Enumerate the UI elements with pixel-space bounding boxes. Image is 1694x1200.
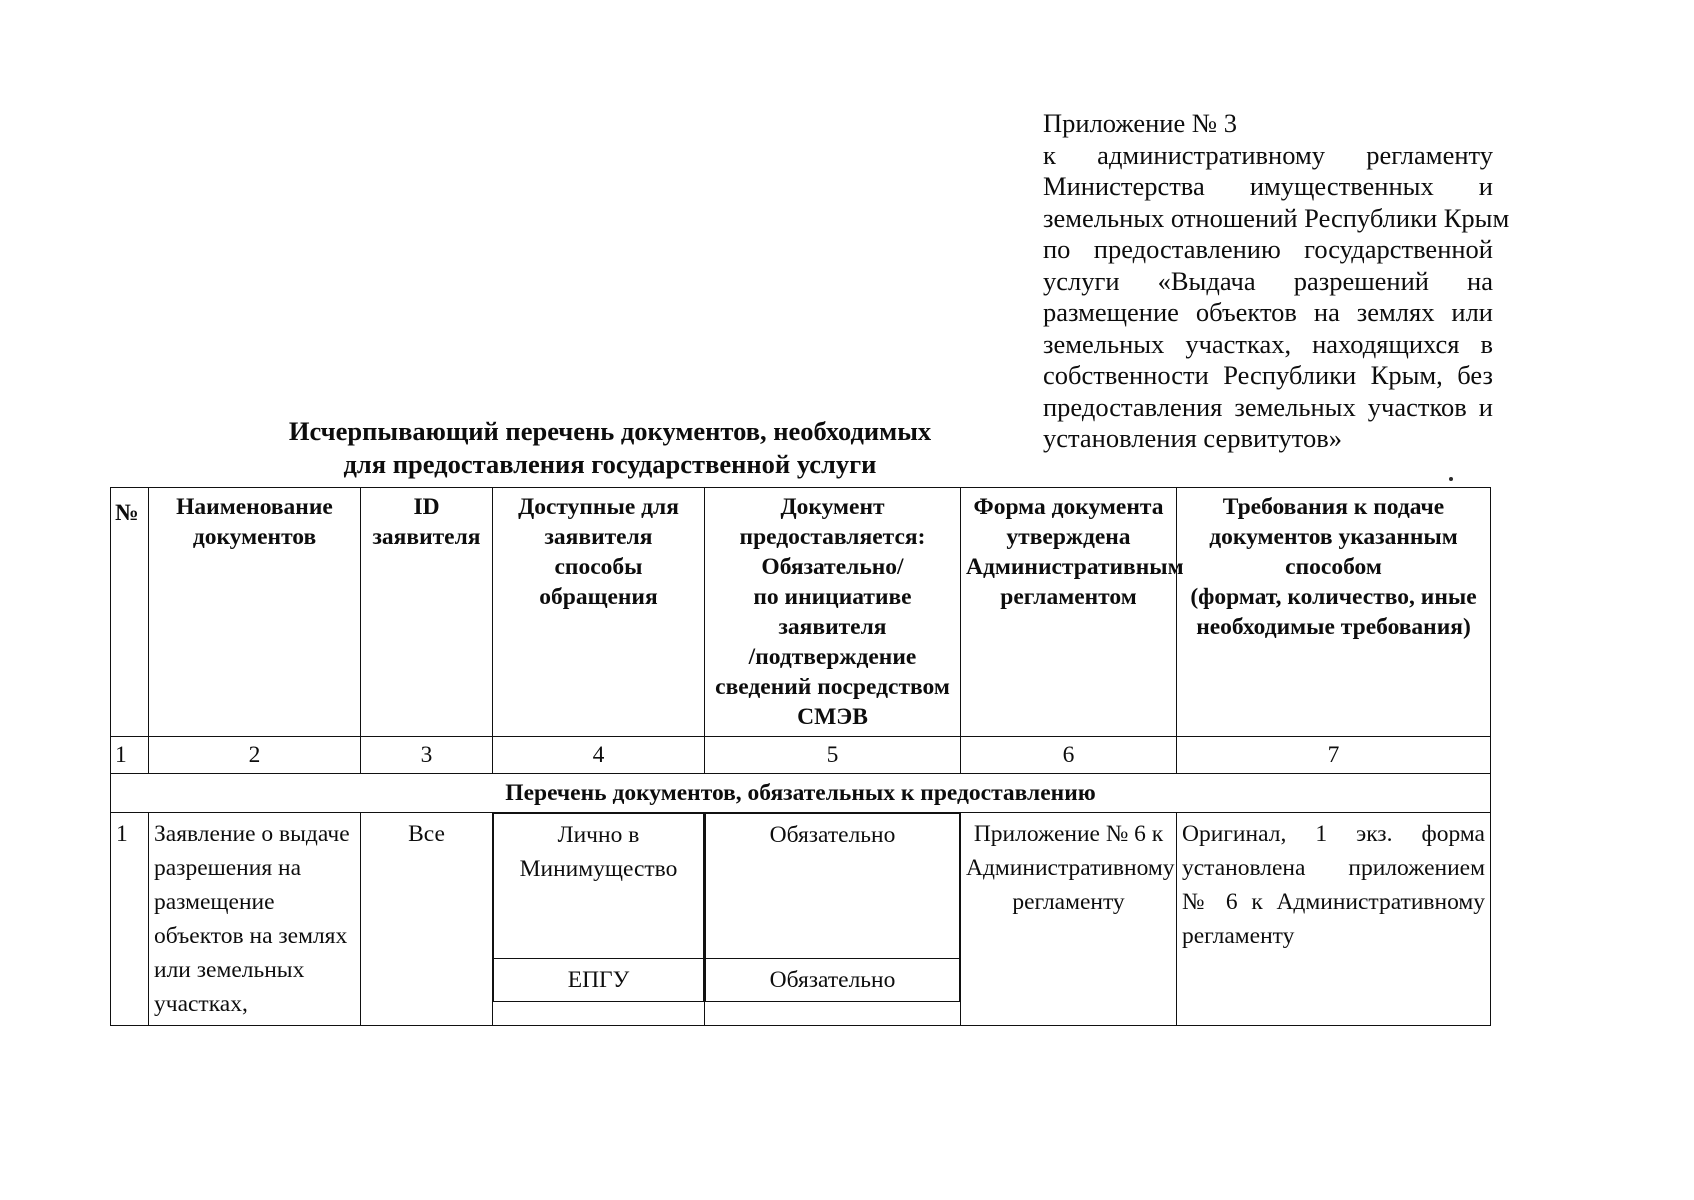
column-header-doc-line: заявителя [778,614,887,640]
row-requirements-line: регламенту [1182,923,1295,949]
appendix-description-line: земельных отношений Республики Крым [1043,202,1510,233]
appendix-description: к административному регламенту Министерс… [1043,139,1510,455]
column-header-ways-line: Доступные для [518,494,679,520]
column-header-name-line: Наименование [176,494,333,520]
column-header-doc-line: предоставляется: [739,524,926,550]
documents-table-wrapper: № Наименование документов ID заявителя Д… [110,487,1491,1026]
column-header-form-line: Форма документа [973,494,1164,520]
appendix-description-line: предоставления земельных участков и [1043,391,1493,422]
column-header-req-line: Требования к подаче [1222,494,1445,520]
column-header-name: Наименование документов [148,487,361,737]
row-form-line: Административному [966,855,1175,881]
row-document-name-line: объектов на землях [154,923,348,949]
appendix-description-line: земельных участках, находящихся в [1043,328,1493,359]
row-form-line: регламенту [1012,889,1125,915]
column-header-name-line: документов [192,524,317,550]
column-header-req-line: документов указанным [1209,524,1458,550]
column-header-requirements: Требования к подаче документов указанным… [1176,487,1491,737]
column-number-1: 1 [110,736,149,774]
table-row: 1 Заявление о выдаче разрешения на разме… [110,812,1491,1026]
column-header-ways-line: заявителя способы [544,524,653,580]
appendix-number: Приложение № 3 [1043,108,1238,138]
table-numbering-row: 1 2 3 4 5 6 7 [110,736,1491,774]
documents-table: № Наименование документов ID заявителя Д… [110,487,1491,1026]
column-header-no: № [110,487,149,737]
column-header-form-line: Административным [966,554,1184,580]
row-requirements-line: установлена приложением [1182,855,1485,881]
row-document-name-line: Заявление о выдаче [154,821,350,847]
column-header-form: Форма документа утверждена Административ… [960,487,1184,737]
row-document-name-line: разрешения на [154,855,302,881]
column-header-document-provided: Документ предоставляется: Обязательно/ п… [704,487,961,737]
column-number-6: 6 [960,736,1177,774]
column-header-doc-line: СМЭВ [797,704,868,730]
row-ways-subtable: Лично в Минимущество ЕПГУ [493,813,704,1002]
column-number-3: 3 [360,736,493,774]
row-ways-primary-line: Минимущество [519,856,678,882]
appendix-description-line: по предоставлению государственной [1043,234,1493,264]
column-header-ways: Доступные для заявителя способы обращени… [492,487,705,737]
appendix-description-line: собственности Республики Крым, без [1043,360,1493,390]
row-document-provided-secondary: Обязательно [705,958,960,1002]
row-ways-cell: Лично в Минимущество ЕПГУ [492,812,705,1026]
page-title: Исчерпывающий перечень документов, необх… [110,415,1110,481]
column-header-id-line: заявителя [372,524,481,550]
row-document-name-line: размещение [154,889,275,915]
appendix-description-line: размещение объектов на землях или [1043,297,1493,327]
row-requirements-line: Оригинал, 1 экз. форма [1182,821,1485,847]
column-header-doc-line: Документ [780,494,885,520]
row-number: 1 [110,812,149,1026]
column-header-req-line: способом [1285,554,1382,580]
table-section-row: Перечень документов, обязательных к пред… [110,773,1491,813]
column-header-req-line: (формат, количество, иные [1190,584,1477,610]
row-applicant-id: Все [360,812,493,1026]
column-header-doc-line: сведений посредством [715,674,950,700]
page-title-line-2: для предоставления государственной услуг… [343,449,877,479]
column-header-id: ID заявителя [360,487,493,737]
row-document-provided-subtable: Обязательно Обязательно [705,813,960,1002]
column-header-doc-line: по инициативе [753,584,912,610]
column-header-doc-line: Обязательно/ [761,554,904,580]
column-number-4: 4 [492,736,705,774]
column-header-req-line: необходимые требования) [1196,614,1471,640]
row-document-name-line: или земельных [154,957,305,983]
row-ways-primary: Лично в Минимущество [493,813,704,959]
row-ways-primary-line: Лично в [557,822,640,848]
row-document-provided-primary: Обязательно [705,813,960,959]
column-number-2: 2 [148,736,361,774]
appendix-description-line: установления сервитутов» [1043,423,1342,453]
table-header-row: № Наименование документов ID заявителя Д… [110,487,1491,737]
scan-speck [1449,477,1453,481]
row-document-name-line: участках, [154,991,248,1017]
row-document-provided-cell: Обязательно Обязательно [704,812,961,1026]
row-ways-secondary: ЕПГУ [493,958,704,1002]
section-title-mandatory-documents: Перечень документов, обязательных к пред… [110,773,1491,813]
appendix-reference-block: Приложение № 3 к административному регла… [1043,108,1510,455]
row-requirements-line: № 6 к Административному [1182,889,1485,915]
appendix-description-line: услуги «Выдача разрешений на [1043,265,1493,296]
column-header-form-line: утверждена [1006,524,1131,550]
appendix-description-line: Министерства имущественных и [1043,171,1493,201]
column-header-id-line: ID [413,494,440,520]
row-document-name: Заявление о выдаче разрешения на размеще… [148,812,361,1026]
column-header-ways-line: обращения [539,584,658,610]
appendix-description-line: к административному регламенту [1043,139,1493,170]
page-title-line-1: Исчерпывающий перечень документов, необх… [288,416,932,446]
column-number-7: 7 [1176,736,1491,774]
column-number-5: 5 [704,736,961,774]
row-form-line: Приложение № 6 к [973,821,1164,847]
row-ways-subrow-primary: Лично в Минимущество [493,813,704,959]
row-requirements: Оригинал, 1 экз. форма установлена прило… [1176,812,1491,1026]
row-doc-subrow-secondary: Обязательно [705,958,960,1002]
row-form-approved: Приложение № 6 к Административному регла… [960,812,1177,1026]
column-header-doc-line: /подтверждение [748,644,917,670]
row-doc-subrow-primary: Обязательно [705,813,960,959]
column-header-form-line: регламентом [1000,584,1137,610]
row-ways-subrow-secondary: ЕПГУ [493,958,704,1002]
